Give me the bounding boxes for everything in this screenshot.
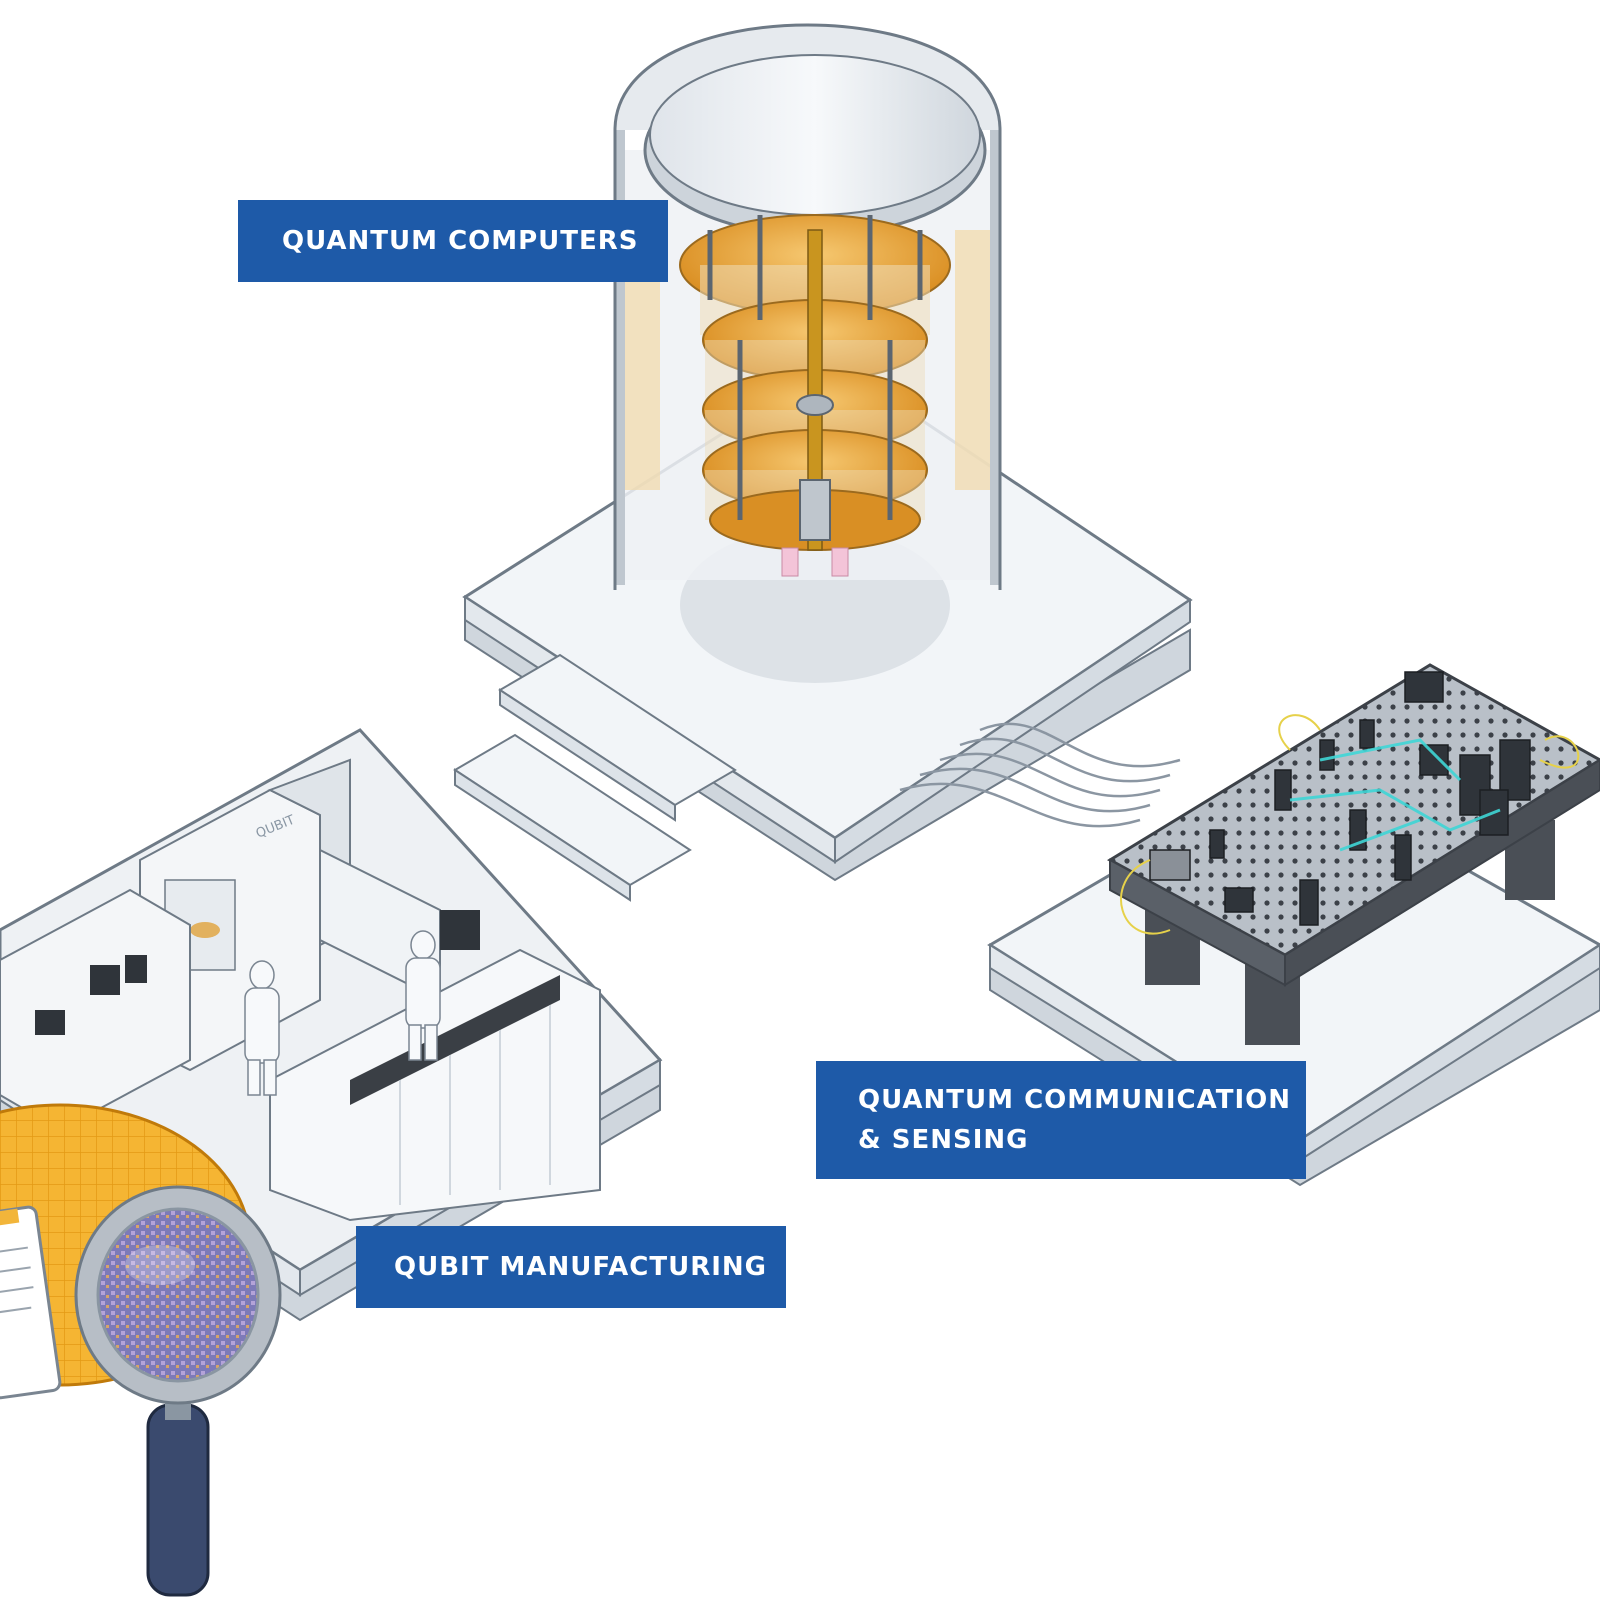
platform-steps bbox=[453, 653, 737, 902]
label-qubit-manufacturing-text: QUBIT MANUFACTURING bbox=[394, 1252, 767, 1282]
magnifying-glass-icon bbox=[74, 1185, 282, 1597]
label-quantum-communication-sensing: QUANTUM COMMUNICATION & SENSING bbox=[816, 1061, 1306, 1179]
label-quantum-computers: QUANTUM COMPUTERS bbox=[238, 200, 668, 282]
label-communication-line2: & SENSING bbox=[858, 1125, 1029, 1155]
wafer-inspection bbox=[0, 1103, 282, 1597]
label-qubit-manufacturing: QUBIT MANUFACTURING bbox=[356, 1226, 786, 1308]
optical-table bbox=[1106, 663, 1600, 1045]
clipboard-icon bbox=[0, 1205, 62, 1400]
quantum-chandelier bbox=[679, 214, 951, 577]
label-quantum-computers-text: QUANTUM COMPUTERS bbox=[282, 226, 639, 256]
label-communication-line1: QUANTUM COMMUNICATION bbox=[858, 1085, 1292, 1115]
connecting-cables bbox=[899, 722, 1181, 828]
